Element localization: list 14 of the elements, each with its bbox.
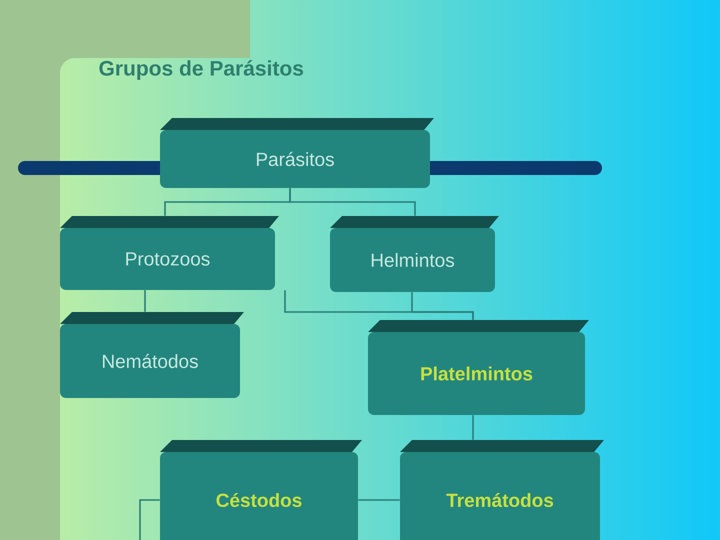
connector	[139, 499, 160, 540]
box: Tremátodos	[400, 440, 604, 540]
connector	[144, 290, 146, 312]
box: Parásitos	[160, 118, 434, 188]
box: Céstodos	[160, 440, 362, 540]
box: Platelmintos	[368, 320, 589, 415]
box: Helmintos	[330, 216, 499, 292]
connector	[411, 292, 474, 320]
box: Nemátodos	[60, 312, 244, 398]
connector	[358, 499, 400, 501]
connector	[289, 188, 416, 216]
connector	[472, 415, 474, 440]
box: Protozoos	[60, 216, 279, 290]
title: Grupos de Parásitos	[99, 60, 304, 80]
